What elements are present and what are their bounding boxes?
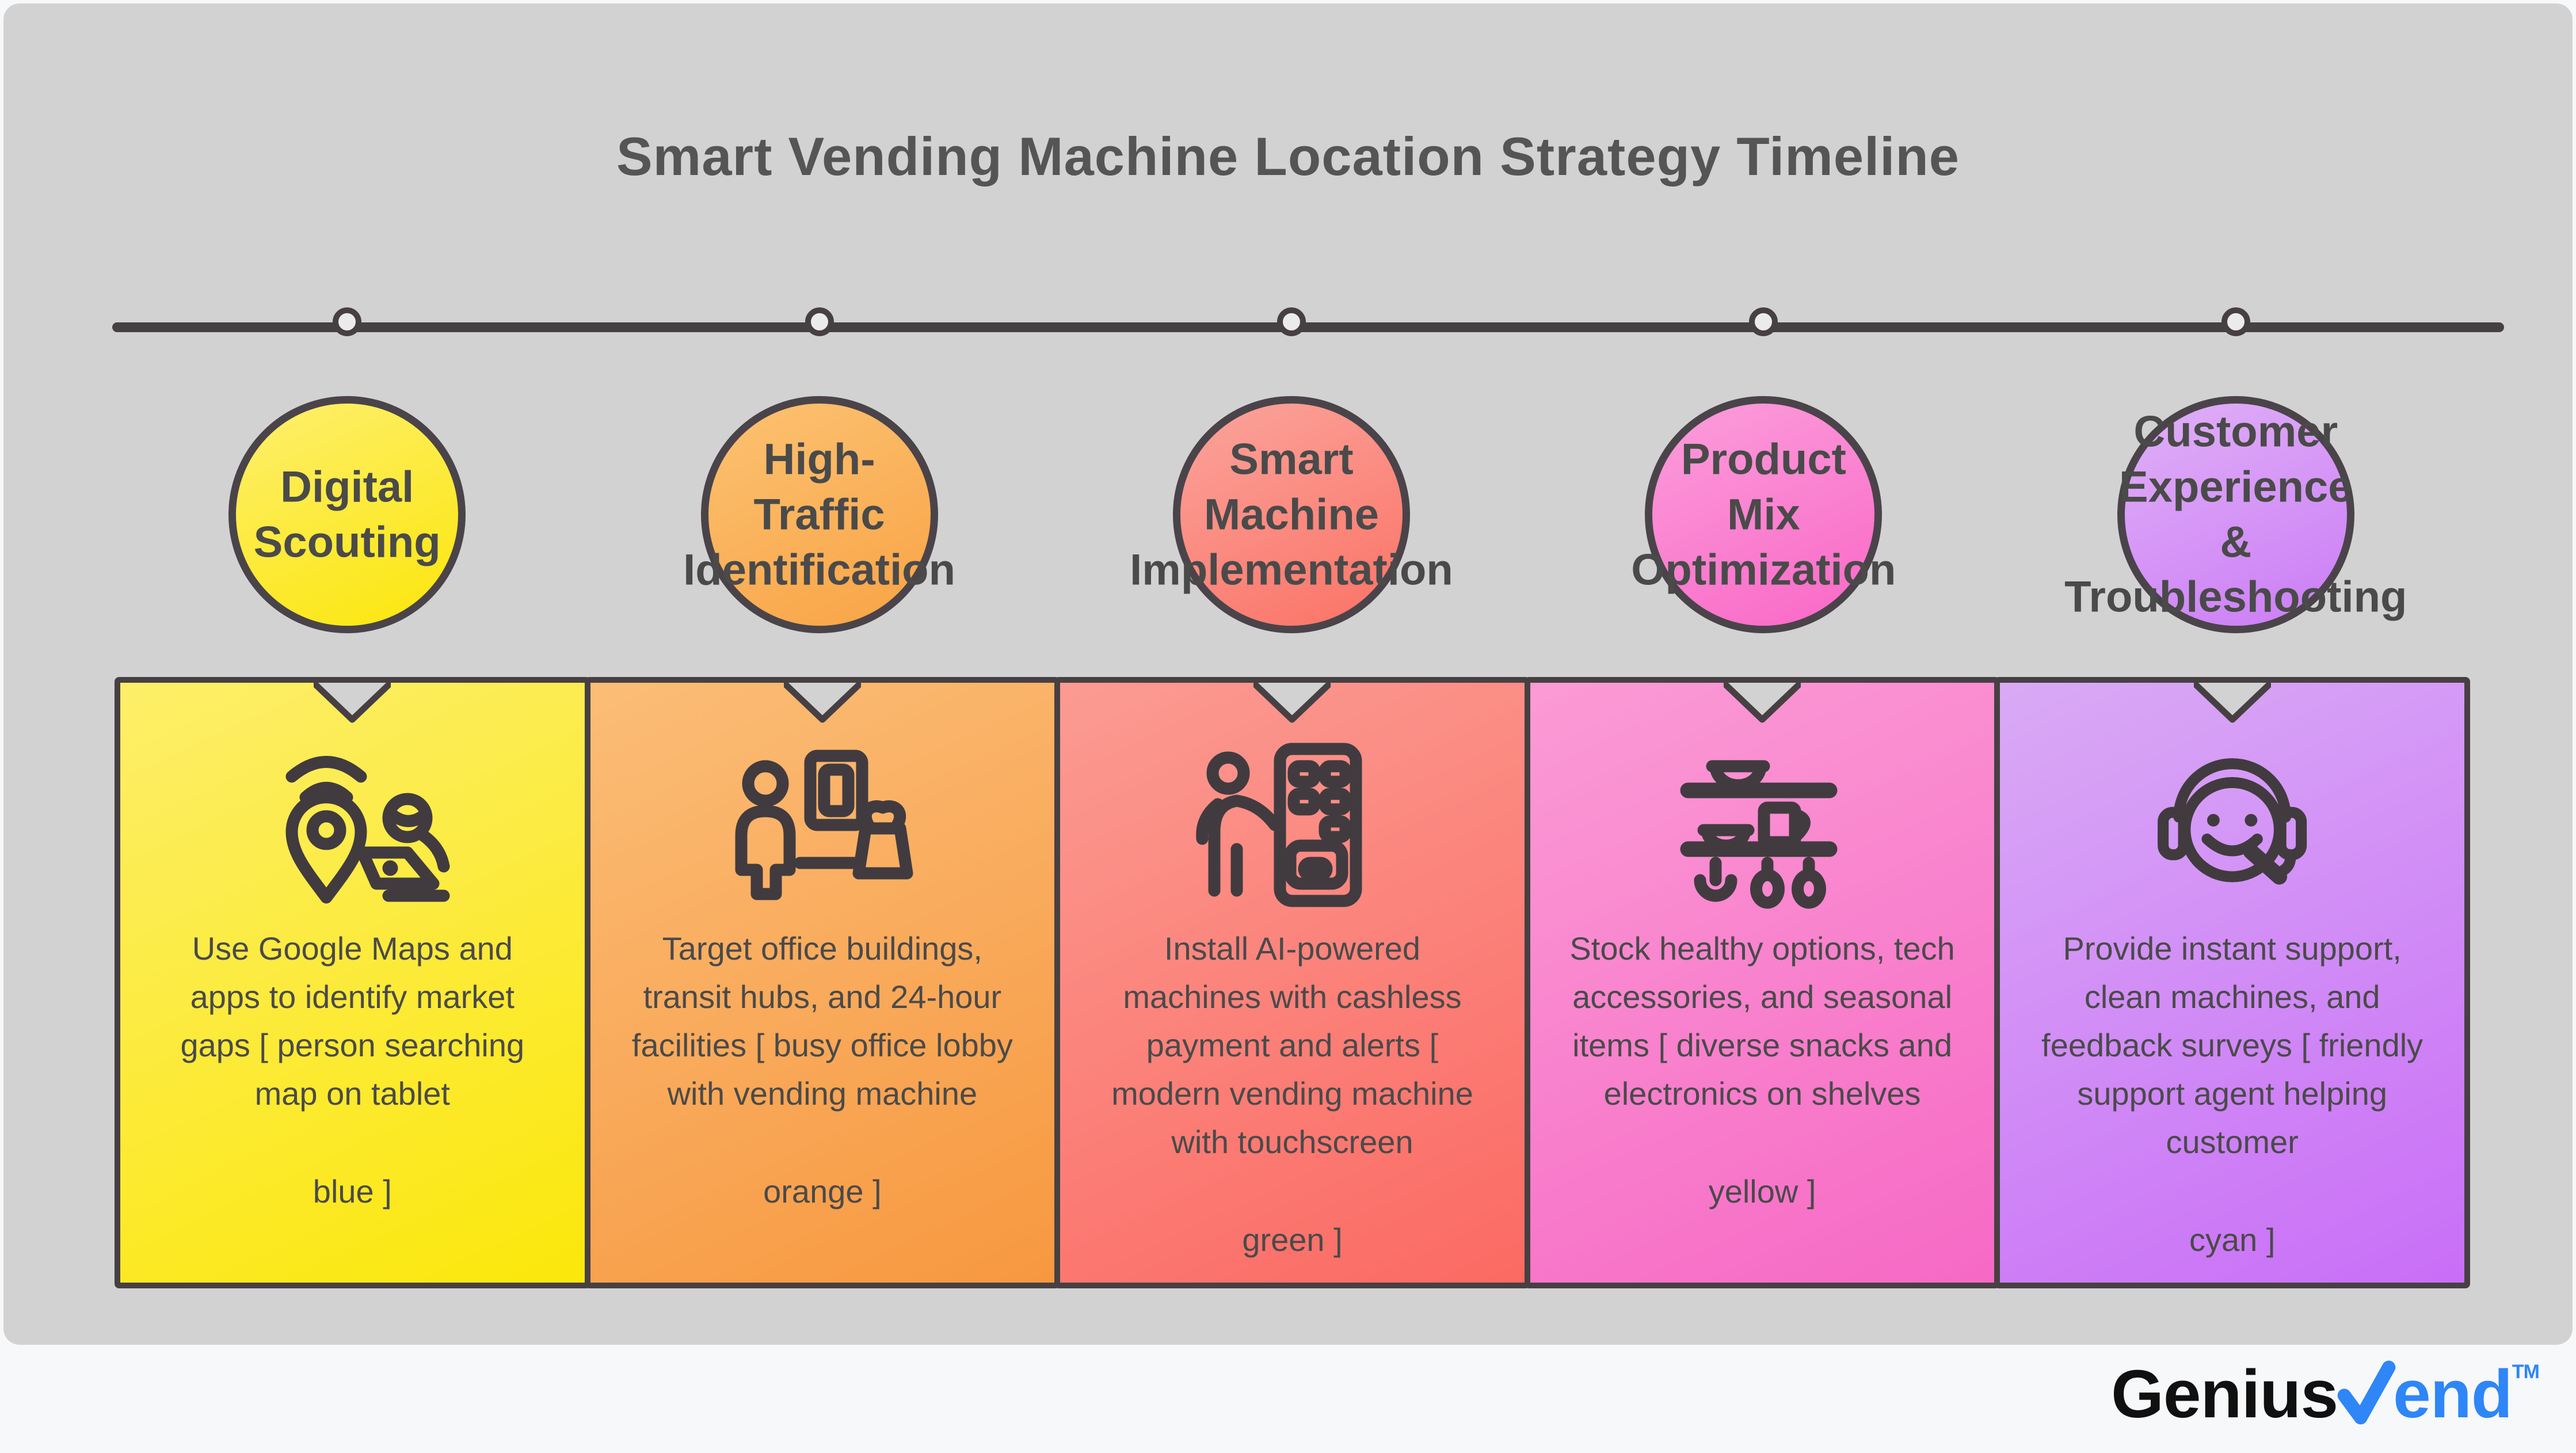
stage-circle-high-traffic: High- Traffic Identification [683, 396, 955, 633]
stage-label: High- Traffic Identification [683, 435, 956, 594]
card-product-mix: Stock healthy options, tech accessories,… [1524, 677, 2000, 1288]
person-vending-machine-icon [1196, 743, 1362, 907]
stage-label: Smart Machine Implementation [1130, 435, 1453, 594]
stage-label: Product Mix Optimization [1631, 435, 1896, 594]
timeline-node-3 [1276, 307, 1306, 336]
card-notch [1724, 683, 1801, 723]
stage-circle-product-mix: Product Mix Optimization [1631, 396, 1896, 633]
card-description: Install AI-powered machines with cashles… [1111, 930, 1473, 1160]
timeline-line [112, 322, 2504, 332]
stage-circle-digital-scouting: Digital Scouting [228, 396, 466, 633]
card-description: Provide instant support, clean machines,… [2041, 930, 2423, 1160]
support-agent-headset-icon [2158, 758, 2307, 885]
timeline-node-4 [1749, 307, 1778, 336]
card-description: Use Google Maps and apps to identify mar… [180, 930, 525, 1112]
stage-circles: Digital Scouting High- Traffic Identific… [111, 396, 2472, 633]
logo-trademark: TM [2512, 1361, 2540, 1383]
card-notch [1253, 683, 1331, 723]
card-smart-machine: Install AI-powered machines with cashles… [1054, 677, 1530, 1288]
card-color-note: blue ] [313, 1173, 392, 1209]
card-digital-scouting: Use Google Maps and apps to identify mar… [115, 677, 590, 1288]
timeline-node-5 [2221, 307, 2250, 336]
gray-panel: Smart Vending Machine Location Strategy … [3, 3, 2573, 1345]
stage-circle-smart-machine: Smart Machine Implementation [1130, 396, 1453, 633]
card-high-traffic: Target office buildings, transit hubs, a… [584, 677, 1061, 1288]
card-color-note: cyan ] [2189, 1222, 2276, 1258]
timeline-nodes [111, 307, 2472, 336]
card-customer-experience: Provide instant support, clean machines,… [1994, 677, 2470, 1288]
logo-checkmark-icon [2337, 1360, 2396, 1425]
card-notch [2193, 683, 2271, 723]
card-notch [783, 683, 861, 723]
stage-circle-customer-experience: Customer Experience & Troubleshooting [2064, 396, 2407, 633]
geniusvend-logo: Genius end TM [2111, 1355, 2540, 1433]
shelves-snacks-utensils-icon [1680, 760, 1838, 909]
stage-cards: Use Google Maps and apps to identify mar… [115, 677, 2470, 1288]
card-description: Target office buildings, transit hubs, a… [631, 930, 1013, 1112]
office-lobby-person-icon [735, 750, 913, 900]
timeline-node-1 [333, 307, 362, 336]
card-color-note: orange ] [763, 1173, 882, 1209]
stage-label: Customer Experience & Troubleshooting [2064, 407, 2407, 622]
card-color-note: yellow ] [1708, 1173, 1816, 1209]
page-title: Smart Vending Machine Location Strategy … [616, 126, 1960, 187]
map-pin-wifi-laptop-icon [285, 756, 450, 904]
card-notch [314, 683, 391, 723]
stage-label: Digital Scouting [253, 462, 441, 566]
card-color-note: green ] [1242, 1222, 1343, 1258]
timeline-node-2 [805, 307, 834, 336]
logo-text-black: Genius [2111, 1356, 2338, 1432]
logo-text-blue: end [2393, 1356, 2513, 1432]
card-description: Stock healthy options, tech accessories,… [1569, 930, 1955, 1112]
